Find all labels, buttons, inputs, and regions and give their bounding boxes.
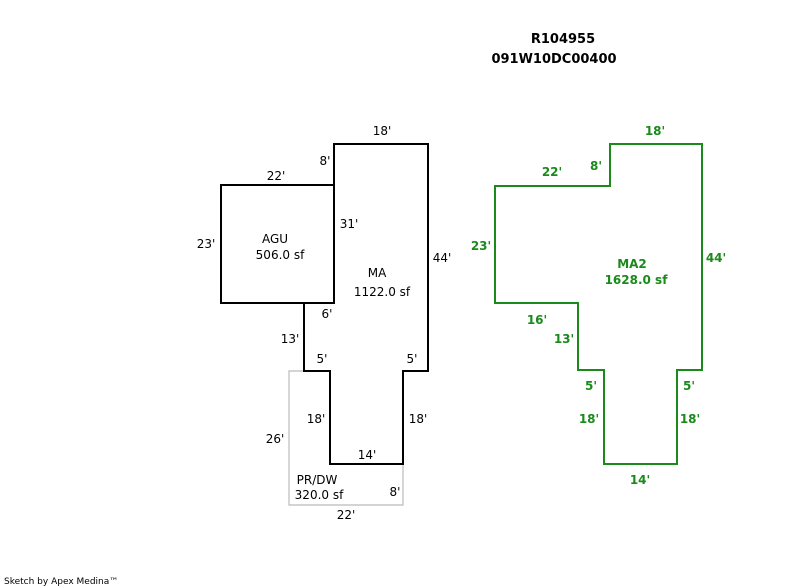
dim-inner-16: 16'	[527, 313, 547, 327]
dim-notch-left-5: 5'	[317, 352, 328, 366]
footer-credit: Sketch by Apex Medina™	[4, 577, 118, 587]
dim-agu-left-23: 23'	[197, 237, 216, 251]
dim-top-18: 18'	[645, 124, 665, 138]
dim-leg-left-18: 18'	[579, 412, 599, 426]
dim-right-44: 44'	[706, 251, 726, 265]
parcel-number: 091W10DC00400	[491, 52, 616, 67]
record-id: R104955	[531, 32, 595, 47]
right-sketch: MA2 1628.0 sf 18' 22' 8' 23' 44' 16' 13'…	[471, 124, 726, 487]
dim-leg-right-18: 18'	[409, 412, 428, 426]
dim-right-44: 44'	[433, 251, 452, 265]
prdw-area: 320.0 sf	[295, 488, 344, 502]
prdw-name: PR/DW	[297, 473, 338, 487]
dim-notch-left-5: 5'	[585, 379, 597, 393]
dim-inner-6: 6'	[322, 307, 333, 321]
dim-leg-left-18: 18'	[307, 412, 326, 426]
ma-name: MA	[368, 266, 387, 280]
agu-area: 506.0 sf	[256, 248, 305, 262]
dim-notch-right-5: 5'	[407, 352, 418, 366]
dim-top-18: 18'	[373, 124, 392, 138]
dim-inner-31: 31'	[340, 217, 359, 231]
dim-bottom-14: 14'	[630, 473, 650, 487]
dim-bottom-14: 14'	[358, 448, 377, 462]
dim-notch-right-5: 5'	[683, 379, 695, 393]
ma2-area: 1628.0 sf	[605, 273, 669, 287]
dim-left-23: 23'	[471, 239, 491, 253]
dim-left-22: 22'	[542, 165, 562, 179]
ma2-outline	[494, 143, 703, 465]
dim-agu-top-22: 22'	[267, 169, 286, 183]
ma-area: 1122.0 sf	[354, 285, 411, 299]
dim-leg-right-18: 18'	[680, 412, 700, 426]
prdw-outline	[288, 370, 404, 506]
ma2-name: MA2	[617, 257, 647, 271]
dim-inner-13: 13'	[554, 332, 574, 346]
dim-porch-8: 8'	[390, 485, 401, 499]
ma-outline	[303, 143, 429, 465]
dim-step-8: 8'	[590, 159, 602, 173]
dim-porch-26: 26'	[266, 432, 285, 446]
agu-name: AGU	[262, 232, 288, 246]
dim-left-13: 13'	[281, 332, 300, 346]
left-sketch: AGU 506.0 sf MA 1122.0 sf PR/DW 320.0 sf…	[197, 124, 452, 522]
dim-porch-22: 22'	[337, 508, 356, 522]
dim-step-8: 8'	[320, 154, 331, 168]
